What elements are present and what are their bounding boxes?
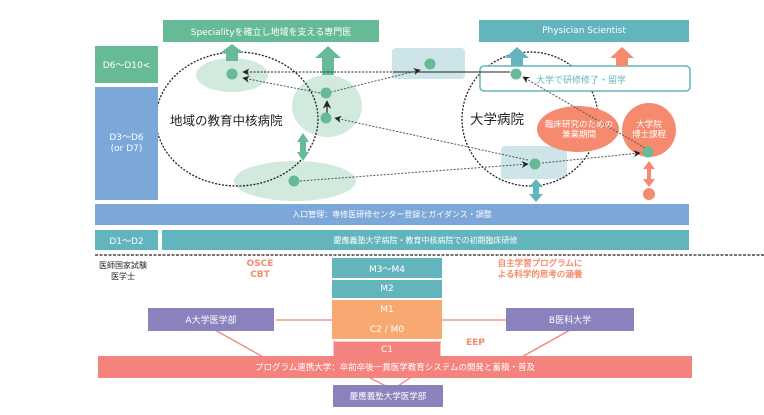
eep-label: EEP — [466, 338, 485, 348]
clinical-research-label: 臨床研究のための 兼業期間 — [540, 120, 618, 140]
clinical-research-line1: 臨床研究のための — [544, 120, 613, 130]
node-regional-mid-bottom — [320, 112, 332, 124]
program-partner-bar: プログラム連携大学：卒前卒後一貫医学教育システムの開発と蓄積・普及 — [98, 356, 692, 378]
university-training-label: 大学で研修修了・留学 — [536, 76, 627, 86]
up-arrow-1 — [220, 44, 244, 61]
osce-label: OSCE — [246, 259, 274, 269]
entry-management-label: 入口管理：専修医研修センター登録とガイダンス・調整 — [292, 210, 492, 219]
b-university-box: B医科大学 — [506, 308, 634, 331]
stage-d3-d6-sub-label: (or D7) — [110, 143, 143, 154]
graduate-school-line1: 大学院 — [636, 120, 662, 130]
stage-d6-d10-label: D6〜D10< — [102, 61, 151, 71]
year-m1-label: M1 — [380, 305, 394, 315]
year-m2: M2 — [332, 280, 442, 298]
entry-management-bar: 入口管理：専修医研修センター登録とガイダンス・調整 — [95, 204, 689, 225]
up-arrow-salmon — [610, 47, 634, 66]
node-univ-bottom — [529, 158, 541, 170]
updown-arrow-regional — [297, 133, 309, 161]
updown-arrow-univ — [529, 179, 543, 202]
node-regional-low — [288, 175, 300, 187]
year-m1: M1 — [332, 300, 442, 320]
univ-training-box — [479, 65, 691, 92]
node-grad-school — [642, 146, 654, 158]
year-m2-label: M2 — [380, 284, 394, 294]
initial-training-label: 慶應義塾大学病院・教育中核病院での初期臨床研修 — [333, 235, 518, 245]
regional-hospital-label: 地域の教育中核病院 — [170, 113, 283, 128]
node-regional-d6 — [226, 68, 238, 80]
node-regional-mid-top — [320, 87, 332, 99]
keio-medicine-label: 慶應義塾大学医学部 — [349, 392, 427, 402]
node-univ-top — [424, 58, 436, 70]
self-study-line2: よる科学的思考の涵養 — [497, 270, 583, 280]
physician-scientist-bar: Physician Scientist — [479, 20, 689, 42]
national-exam-line2: 医学士 — [111, 272, 135, 281]
up-arrow-2 — [315, 46, 341, 75]
national-exam-label: 医師国家試験 医学士 — [98, 260, 148, 282]
stage-d3-d6: D3〜D6 (or D7) — [95, 87, 158, 200]
self-study-label: 自主学習プログラムに よる科学的思考の涵養 — [490, 259, 590, 281]
year-m3-m4: M3〜M4 — [332, 258, 442, 278]
stage-d3-d6-label: D3〜D6 — [109, 132, 144, 143]
graduate-school-label: 大学院 博士課程 — [624, 120, 674, 140]
cbt-label: CBT — [250, 270, 270, 280]
stage-d6-d10: D6〜D10< — [95, 46, 158, 83]
b-university-label: B医科大学 — [548, 316, 592, 326]
year-c1-label: C1 — [380, 344, 393, 355]
specialist-goal-bar: Specialityを確立し地域を支える専門医 — [163, 20, 379, 42]
a-university-box: A大学医学部 — [148, 308, 274, 331]
year-c2-m0: C2 / M0 — [332, 320, 442, 339]
keio-medicine-box: 慶應義塾大学医学部 — [333, 385, 443, 407]
up-arrow-teal — [505, 47, 529, 66]
program-partner-label: プログラム連携大学：卒前卒後一貫医学教育システムの開発と蓄積・普及 — [255, 363, 535, 373]
initial-training-bar: 慶應義塾大学病院・教育中核病院での初期臨床研修 — [162, 230, 689, 250]
a-university-label: A大学医学部 — [185, 316, 237, 326]
graduate-school-line2: 博士課程 — [631, 130, 666, 140]
specialist-goal-label: Specialityを確立し地域を支える専門医 — [190, 27, 352, 38]
grad-entry-dot — [643, 188, 655, 200]
self-study-line1: 自主学習プログラムに — [497, 259, 583, 269]
year-m3-m4-label: M3〜M4 — [369, 264, 405, 275]
clinical-research-line2: 兼業期間 — [561, 130, 596, 140]
node-univ-training — [510, 68, 522, 80]
clinical-research-ellipse — [537, 106, 619, 152]
national-exam-line1: 医師国家試験 — [99, 261, 147, 270]
university-hospital-label: 大学病院 — [470, 112, 524, 128]
stage-d1-d2: D1〜D2 — [95, 230, 158, 250]
stage-d1-d2-label: D1〜D2 — [109, 236, 144, 247]
year-c2-m0-label: C2 / M0 — [369, 324, 405, 335]
graduate-school-circle — [622, 103, 676, 157]
physician-scientist-label: Physician Scientist — [542, 26, 626, 36]
updown-arrow-grad — [643, 161, 655, 187]
osce-cbt-label: OSCE CBT — [235, 259, 285, 281]
